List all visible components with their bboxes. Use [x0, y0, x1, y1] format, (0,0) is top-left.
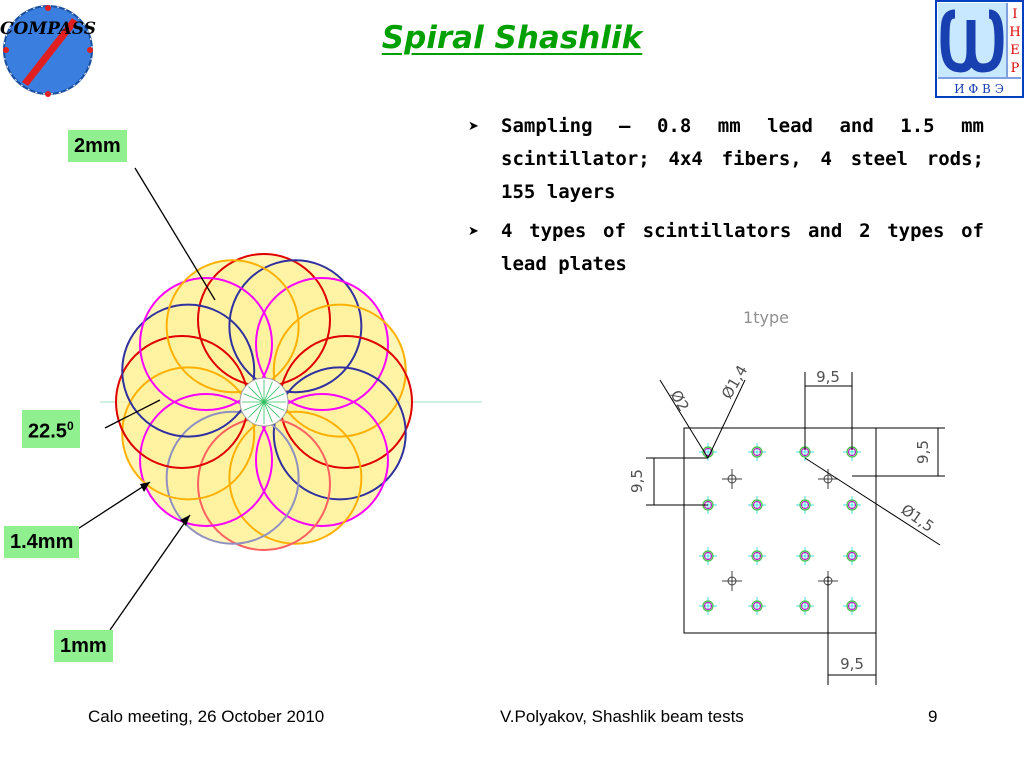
fiber-hole [702, 600, 714, 612]
fiber-hole [846, 499, 858, 511]
ihep-letter: P [1011, 61, 1020, 76]
footer-author: V.Polyakov, Shashlik beam tests [500, 707, 744, 726]
label-2mm: 2mm [68, 130, 127, 162]
hub-spoke [263, 393, 285, 403]
ihep-letter: H [1009, 25, 1020, 40]
fiber-hole-inner [801, 552, 809, 560]
fiber-hole [799, 600, 811, 612]
label-angle: 22.50 [22, 410, 80, 448]
spiral-ring [254, 277, 389, 412]
dim-bottom: 9,5 [840, 655, 864, 673]
spiral-ring [139, 277, 274, 412]
fiber-hole [751, 600, 763, 612]
arrow-bullet-icon: ➤ [468, 119, 479, 134]
diam-2: Ø2 [667, 387, 693, 414]
ihep-letter: E [1010, 43, 1020, 58]
fiber-hole [799, 550, 811, 562]
fiber-holes [699, 443, 861, 615]
compass-logo: COMPASS [0, 5, 96, 97]
technical-drawing: 1type 9,5 9,5 9,5 9,5 Ø2 Ø1,4 Ø1,5 [628, 308, 945, 685]
steel-rod-hole [727, 474, 737, 484]
ihep-emblem-icon [940, 9, 1004, 73]
spiral-ring [272, 366, 407, 501]
compass-logo-text: COMPASS [0, 19, 96, 39]
bullet-text: Sampling – 0.8 mm lead and 1.5 mm scinti… [501, 115, 984, 203]
bullet-text: 4 types of scintillators and 2 types of … [501, 220, 984, 275]
dim-right: 9,5 [914, 440, 932, 464]
pointer-angle [104, 399, 161, 429]
bullet-item: ➤ Sampling – 0.8 mm lead and 1.5 mm scin… [468, 110, 984, 209]
pointer-1mm [109, 514, 191, 631]
fiber-hole-inner [848, 501, 856, 509]
hub-spoke [263, 381, 273, 403]
hub-spoke [263, 386, 280, 403]
type-label: 1type [743, 308, 789, 327]
fiber-hole [846, 550, 858, 562]
fiber-hole-inner [704, 552, 712, 560]
fiber-hole-inner [704, 602, 712, 610]
hub-spoke [255, 381, 265, 403]
fiber-hole [751, 446, 763, 458]
fiber-hole [751, 550, 763, 562]
fiber-hole-inner [753, 552, 761, 560]
ihep-bottom-text: И Φ В Э [954, 82, 1004, 96]
diam-1-4: Ø1,4 [718, 362, 751, 402]
fiber-hole-inner [753, 448, 761, 456]
bullet-item: ➤ 4 types of scintillators and 2 types o… [468, 215, 984, 281]
page-number: 9 [928, 707, 938, 726]
compass-needle-icon [22, 18, 78, 86]
fiber-hole-inner [801, 501, 809, 509]
slide-title: Spiral Shashlik [381, 20, 643, 56]
label-1mm: 1mm [54, 630, 113, 662]
spiral-ring [228, 410, 363, 545]
hub-spoke [248, 401, 265, 418]
angle-value: 22.5 [28, 420, 67, 443]
footer-meeting: Calo meeting, 26 October 2010 [88, 707, 325, 726]
angle-degree: 0 [66, 419, 74, 433]
arrow-bullet-icon: ➤ [468, 224, 479, 239]
dim-left: 9,5 [628, 469, 646, 493]
steel-rod-hole [727, 576, 737, 586]
hub-spoke [263, 401, 273, 423]
spiral-ring [121, 366, 256, 501]
spiral-ring [139, 392, 274, 527]
center-hub [239, 377, 289, 427]
spiral-ring [272, 303, 407, 438]
hub-spoke [255, 401, 265, 423]
spiral-ring [121, 303, 256, 438]
spiral-ring [228, 259, 363, 394]
ihep-letter: I [1012, 7, 1017, 22]
fiber-hole-inner [848, 602, 856, 610]
plate-outline [683, 427, 877, 634]
spiral-ring [165, 410, 300, 545]
hub-spoke [248, 386, 265, 403]
spiral-diagram [69, 167, 482, 631]
fiber-hole-inner [801, 602, 809, 610]
fiber-hole [751, 499, 763, 511]
spiral-discs [116, 254, 412, 550]
steel-rod-hole [823, 474, 833, 484]
fiber-hole-inner [848, 552, 856, 560]
ihep-logo: I H E P И Φ В Э [935, 0, 1024, 98]
bullet-list: ➤ Sampling – 0.8 mm lead and 1.5 mm scin… [468, 110, 984, 287]
hub-spoke [263, 401, 280, 418]
hub-spoke [263, 401, 285, 411]
spiral-disc [166, 260, 299, 393]
fiber-hole-inner [753, 501, 761, 509]
fiber-hole-inner [753, 602, 761, 610]
pointer-2mm [134, 167, 216, 301]
pointer-1-4mm [69, 481, 151, 535]
fiber-hole [702, 550, 714, 562]
fiber-hole [846, 600, 858, 612]
spiral-ring [165, 259, 300, 394]
label-1-4mm: 1.4mm [4, 526, 80, 558]
hub-spoke [243, 401, 265, 411]
fiber-hole [799, 499, 811, 511]
spiral-ring [254, 392, 389, 527]
hub-spoke [243, 393, 265, 403]
spiral-rings [115, 253, 413, 551]
dim-top: 9,5 [816, 368, 840, 386]
